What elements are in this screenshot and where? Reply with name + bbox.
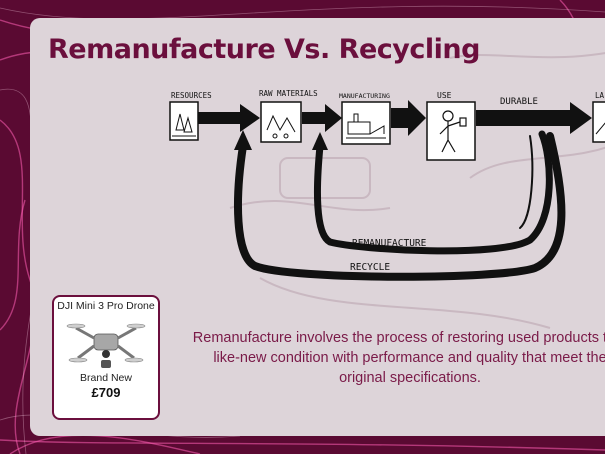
product-name: DJI Mini 3 Pro Drone	[57, 300, 155, 312]
stage-resources	[169, 101, 199, 141]
page-title: Remanufacture Vs. Recycling	[48, 34, 480, 65]
arrow-use-to-landfill	[476, 102, 592, 134]
product-card[interactable]: DJI Mini 3 Pro Drone Brand New £709	[52, 295, 160, 420]
recycle-label: RECYCLE	[350, 262, 390, 273]
raw-materials-icon	[266, 114, 296, 139]
product-condition: Brand New	[80, 372, 132, 384]
stage-raw-materials	[260, 101, 302, 143]
drone-icon	[66, 323, 146, 368]
stage-use	[426, 101, 476, 161]
stage-label-landfill: LA	[595, 91, 605, 100]
remanufacture-loop	[313, 130, 553, 255]
stage-manufacturing	[341, 101, 391, 145]
trees-icon	[172, 113, 196, 137]
arrow-mfg-to-use	[391, 100, 426, 136]
description-text: Remanufacture involves the process of re…	[192, 330, 605, 386]
recycle-loop	[234, 132, 566, 281]
arrow-resources-to-raw	[198, 104, 260, 132]
remanufacture-label: REMANUFACTURE	[352, 238, 427, 249]
stage-label-resources: RESOURCES	[171, 91, 212, 100]
remanufacture-loop-inner	[519, 135, 534, 229]
product-price: £709	[91, 385, 121, 400]
factory-icon	[346, 113, 386, 139]
stage-label-manufacturing: MANUFACTURING	[339, 92, 390, 100]
stage-label-raw-materials: RAW MATERIALS	[259, 89, 318, 98]
person-icon	[439, 110, 467, 153]
stage-landfill	[592, 101, 605, 143]
recycle-arrowhead	[234, 130, 252, 150]
stage-label-use: USE	[437, 91, 452, 100]
remanufacture-arrowhead	[312, 132, 328, 150]
panel-background-art	[229, 52, 605, 329]
durable-label: DURABLE	[500, 97, 538, 107]
landfill-icon	[595, 122, 605, 135]
lifecycle-diagram: RESOURCES RAW MATERIALS MANUFACTURING US…	[169, 89, 605, 281]
arrow-raw-to-mfg	[302, 104, 342, 132]
